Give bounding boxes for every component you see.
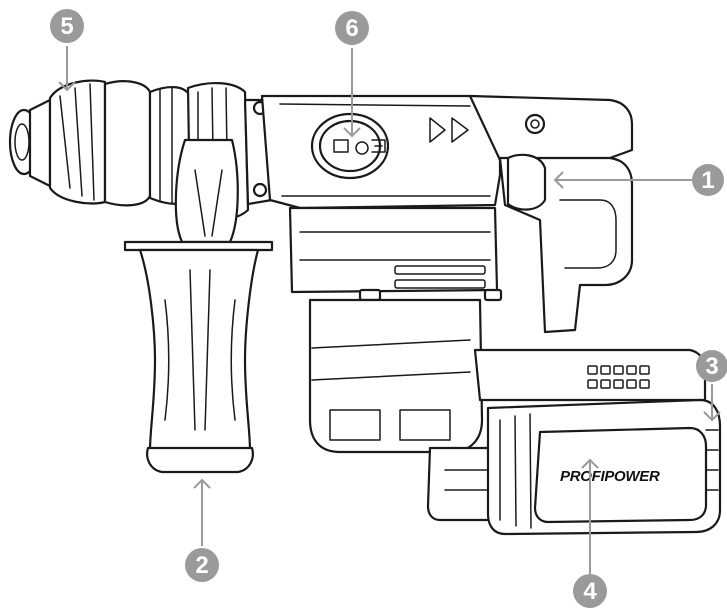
callout-3: 3 <box>696 350 727 422</box>
callout-number-4: 4 <box>583 578 597 605</box>
lower-body <box>288 206 503 454</box>
callout-number-2: 2 <box>195 552 208 579</box>
rear-handle <box>498 153 634 334</box>
callout-4: 4 <box>573 458 607 608</box>
chuck <box>8 79 192 207</box>
battery-mount <box>473 348 707 402</box>
callout-1: 1 <box>553 164 724 196</box>
callout-number-1: 1 <box>701 167 714 194</box>
battery-pack: PROFIPOWER <box>426 398 722 536</box>
mode-selector-dial <box>310 112 390 180</box>
vent-slots <box>394 265 486 289</box>
callout-number-3: 3 <box>705 353 718 380</box>
side-handle <box>123 138 274 474</box>
brand-label: PROFIPOWER <box>560 468 660 485</box>
callout-2: 2 <box>185 478 219 582</box>
callout-number-5: 5 <box>60 13 73 40</box>
callout-number-6: 6 <box>345 15 358 42</box>
callout-5: 5 <box>50 9 84 92</box>
callout-6: 6 <box>335 11 369 138</box>
battery-indicator-slots <box>587 365 650 389</box>
